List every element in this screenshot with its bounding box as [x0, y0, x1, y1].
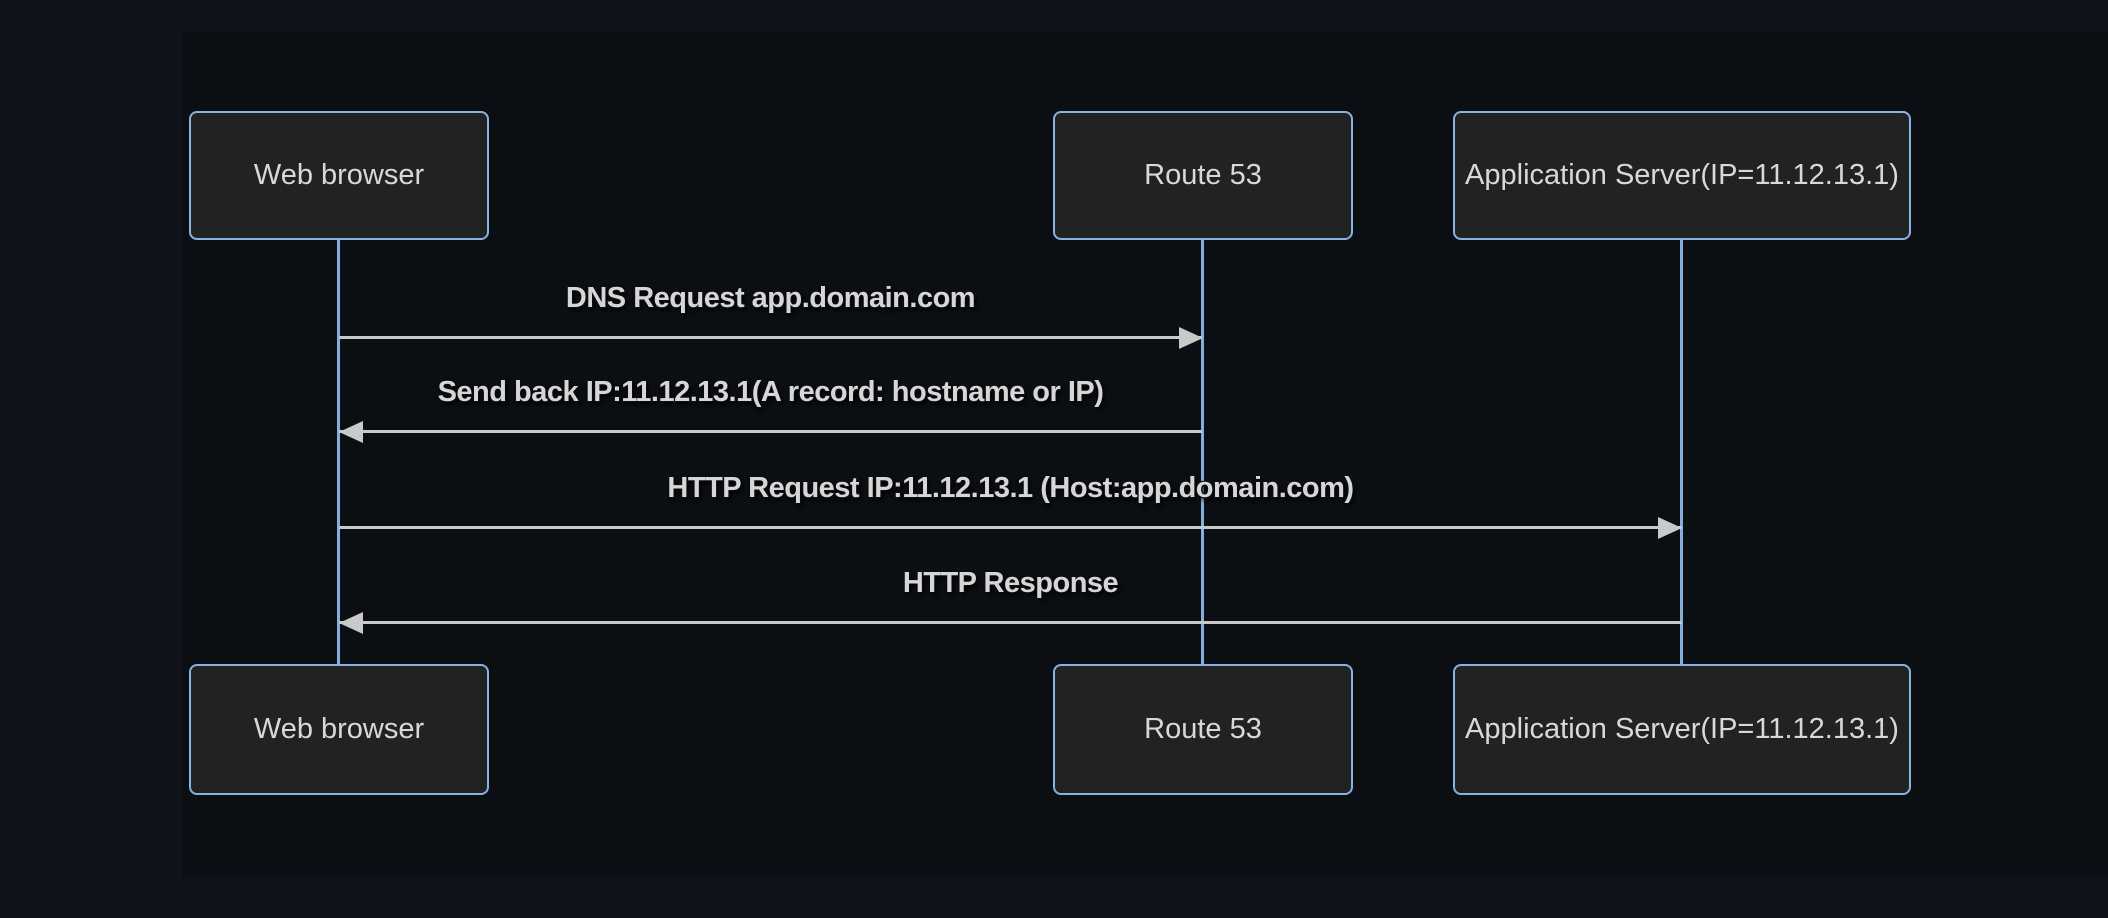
- actor-label-route53: Route 53: [1144, 159, 1262, 191]
- arrowhead-left-icon: [339, 421, 363, 443]
- actor-top-app-server: Application Server(IP=11.12.13.1): [1453, 111, 1911, 240]
- actor-top-web-browser: Web browser: [189, 111, 489, 240]
- arrowhead-right-icon: [1658, 517, 1682, 539]
- lifeline-web-browser: [337, 238, 340, 666]
- actor-label-web-browser: Web browser: [253, 713, 425, 745]
- actor-label-web-browser: Web browser: [253, 159, 425, 191]
- actor-bottom-web-browser: Web browser: [189, 664, 489, 795]
- actor-label-route53: Route 53: [1144, 713, 1262, 745]
- actor-label-app-server: Application Server(IP=11.12.13.1): [1465, 159, 1899, 191]
- message-label-dns-request: DNS Request app.domain.com: [565, 282, 976, 314]
- message-label-dns-response: Send back IP:11.12.13.1(A record: hostna…: [437, 376, 1104, 408]
- message-label-http-response: HTTP Response: [902, 567, 1119, 599]
- lifeline-app-server: [1680, 238, 1683, 666]
- actor-bottom-route53: Route 53: [1053, 664, 1353, 795]
- message-label-http-request: HTTP Request IP:11.12.13.1 (Host:app.dom…: [667, 472, 1354, 504]
- message-line-dns-response: [339, 430, 1202, 433]
- lifeline-route53: [1201, 238, 1204, 666]
- message-line-http-response: [339, 621, 1682, 624]
- message-line-http-request: [339, 526, 1682, 529]
- actor-label-app-server: Application Server(IP=11.12.13.1): [1465, 713, 1899, 745]
- actor-top-route53: Route 53: [1053, 111, 1353, 240]
- arrowhead-right-icon: [1179, 327, 1203, 349]
- arrowhead-left-icon: [339, 612, 363, 634]
- actor-bottom-app-server: Application Server(IP=11.12.13.1): [1453, 664, 1911, 795]
- message-line-dns-request: [339, 336, 1202, 339]
